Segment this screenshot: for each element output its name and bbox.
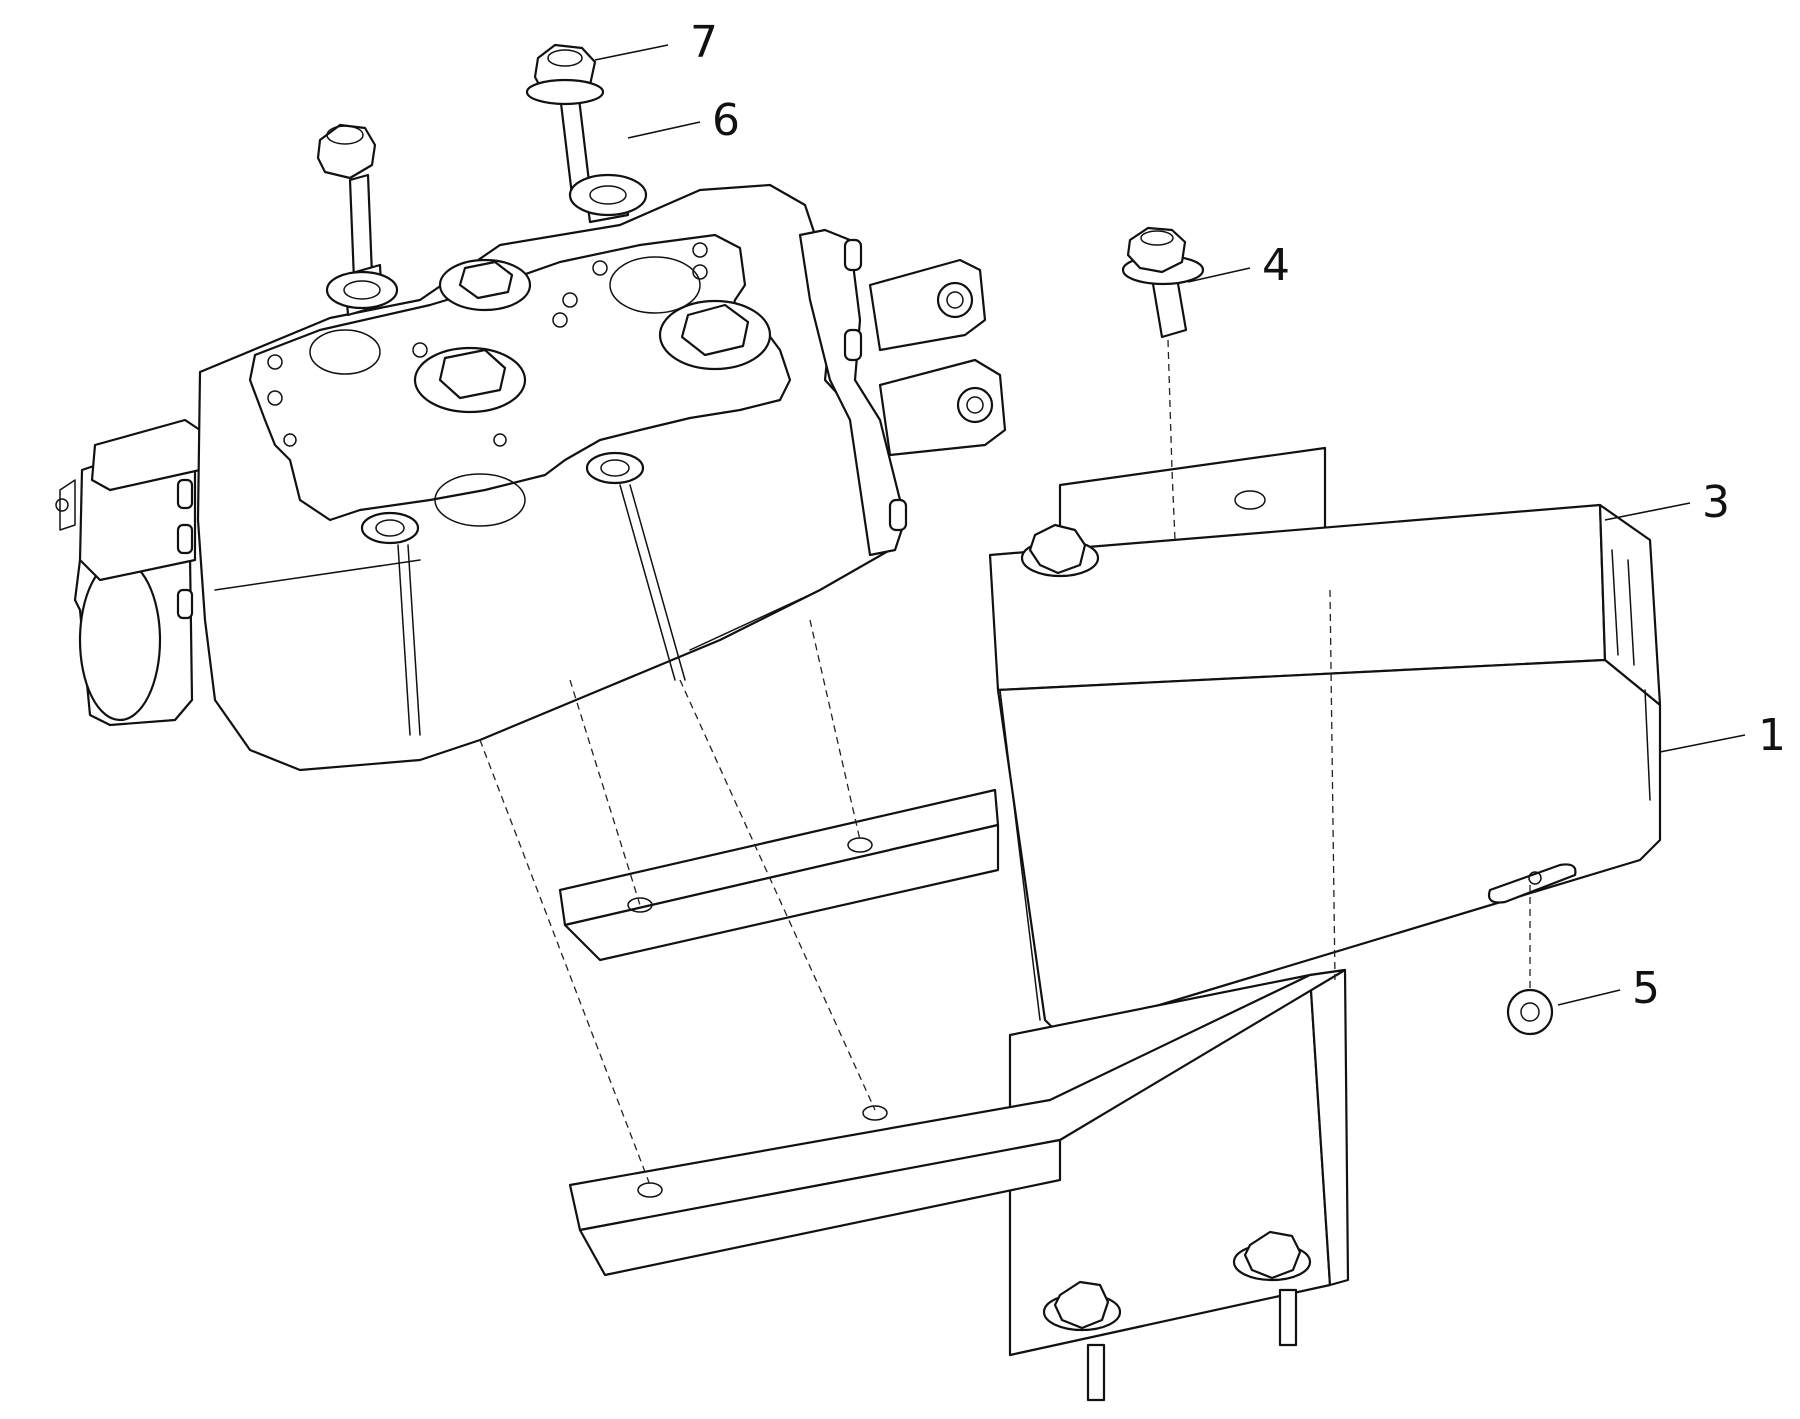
stud-left — [325, 173, 399, 317]
nut-left — [316, 123, 377, 180]
callout-label-3: 3 — [1702, 477, 1730, 528]
flange-bolt-head-3 — [658, 299, 772, 371]
callout-leaders — [594, 44, 1746, 1006]
control-valve-assembly — [55, 183, 1007, 772]
web-bolt-right — [1232, 1230, 1312, 1347]
flange-bolt-head-2 — [413, 346, 527, 414]
callout-label-6: 6 — [712, 95, 740, 146]
callout-label-1: 1 — [1758, 710, 1786, 761]
nut-item-5 — [1506, 988, 1554, 1036]
stud-right-item-6 — [558, 88, 648, 224]
flange-bolt-head-1 — [438, 258, 532, 312]
callout-label-7: 7 — [690, 17, 718, 68]
callout-label-4: 4 — [1262, 240, 1290, 291]
web-bolt-left — [1042, 1280, 1122, 1402]
nut-right-item-7 — [525, 43, 605, 106]
mounting-bracket-item-3 — [988, 446, 1662, 1037]
lever-clevis-lower — [878, 358, 1007, 457]
callout-label-5: 5 — [1632, 963, 1660, 1014]
assembly-centerlines — [479, 339, 1531, 1186]
main-plate-item-1 — [558, 788, 1350, 1402]
lever-clevis-upper — [868, 258, 987, 352]
bolt-item-4 — [1121, 226, 1205, 339]
